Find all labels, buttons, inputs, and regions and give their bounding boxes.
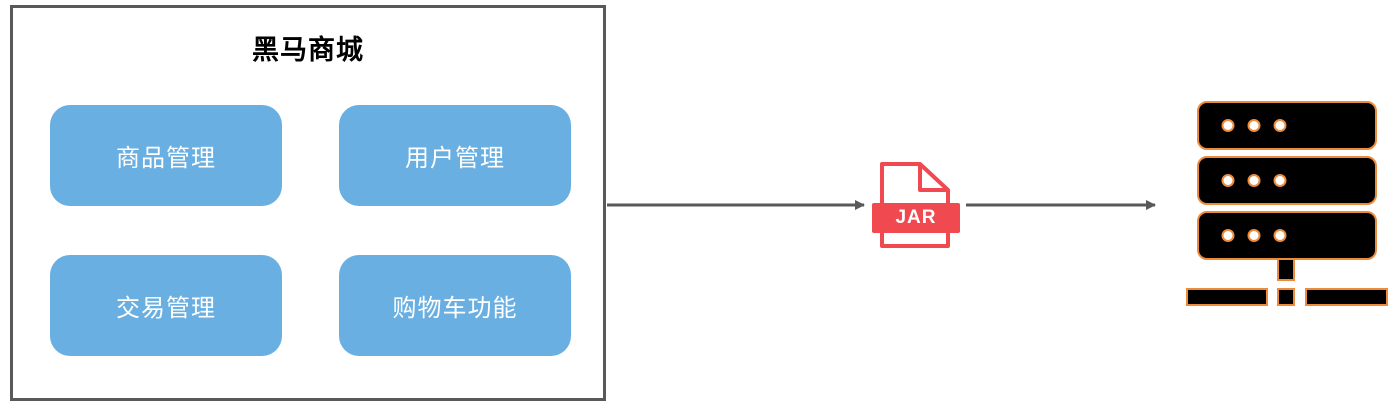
module-cart-function: 购物车功能 [339, 255, 571, 356]
jar-label: JAR [895, 207, 937, 228]
module-product-management: 商品管理 [50, 105, 282, 206]
system-container: 黑马商城 商品管理 用户管理 交易管理 购物车功能 [10, 5, 606, 401]
system-title: 黑马商城 [252, 35, 364, 66]
module-transaction-management: 交易管理 [50, 255, 282, 356]
jar-file-icon [872, 162, 960, 248]
module-user-management: 用户管理 [339, 105, 571, 206]
server-icon [1186, 101, 1388, 306]
